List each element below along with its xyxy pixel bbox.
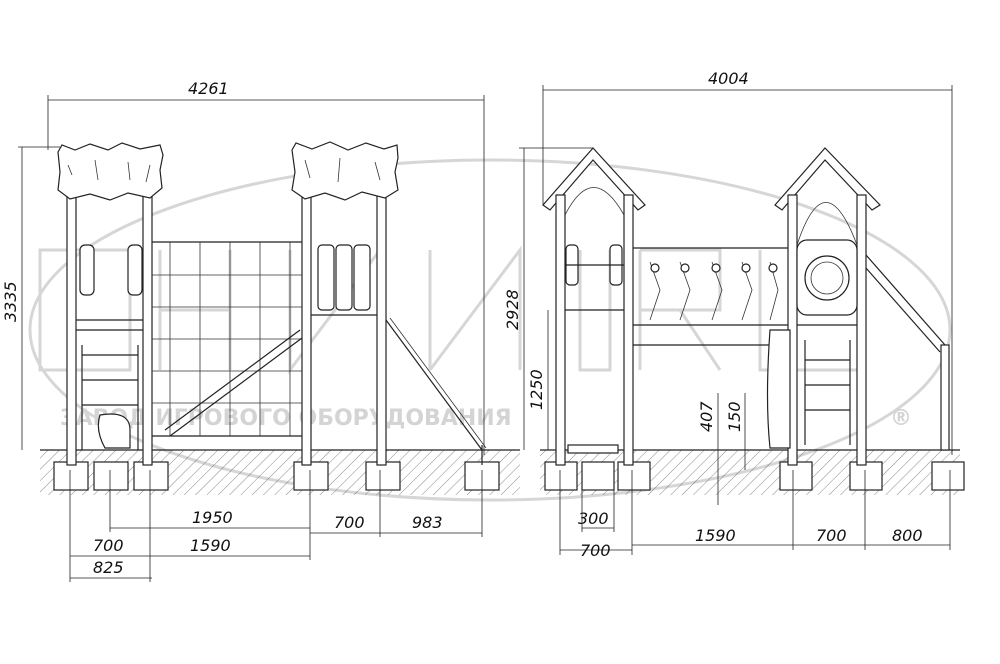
net-diagonal <box>164 329 301 431</box>
dim-overall-height: 2928 <box>503 289 522 330</box>
post <box>856 194 867 466</box>
foundations <box>53 461 500 491</box>
arch-left <box>564 187 625 216</box>
dim-700-right: 700 <box>334 513 365 532</box>
roof-left <box>57 142 164 201</box>
watermark: ЗАВОД ИГРОВОГО ОБОРУДОВАНИЯ ® <box>28 158 952 502</box>
post <box>66 194 77 466</box>
rope-ladder <box>389 317 487 449</box>
post <box>376 194 387 466</box>
rope-ladder <box>385 319 483 451</box>
dim-800: 800 <box>892 526 923 545</box>
dim-700-right: 700 <box>816 526 847 545</box>
climbing-net <box>152 241 303 437</box>
dim-983: 983 <box>412 513 443 532</box>
roof-right <box>291 141 399 201</box>
dim-overall-height: 3335 <box>1 281 20 322</box>
watermark-registered: ® <box>890 406 912 431</box>
roof-detail <box>374 161 381 181</box>
post <box>142 194 153 466</box>
roof-gable-right <box>774 147 881 211</box>
watermark-letter <box>158 250 232 370</box>
roof-detail <box>337 157 341 183</box>
dim-platform-height: 1250 <box>527 369 546 410</box>
roof-detail <box>67 164 73 176</box>
side-view: 4004 2928 1250 407 150 300 700 1590 700 … <box>503 69 965 560</box>
net-diagonal <box>169 337 303 437</box>
watermark-letter <box>38 248 132 372</box>
dim-407: 407 <box>697 401 716 432</box>
watermark-ellipse <box>28 158 952 502</box>
board-panel <box>311 244 377 316</box>
watermark-tagline: ЗАВОД ИГРОВОГО ОБОРУДОВАНИЯ <box>60 406 512 431</box>
wall-panel <box>766 329 791 449</box>
roof-detail <box>145 164 151 183</box>
step <box>567 444 619 454</box>
post <box>301 194 312 466</box>
dim-300: 300 <box>578 509 609 528</box>
dim-150: 150 <box>725 401 744 432</box>
foundation-block <box>93 461 129 491</box>
dim-1590: 1590 <box>695 526 736 545</box>
post <box>555 194 566 466</box>
dim-825: 825 <box>93 558 124 577</box>
foundation-block <box>53 461 89 491</box>
arch-right <box>796 202 858 246</box>
foundation-block <box>293 461 329 491</box>
slide <box>865 267 941 353</box>
dim-700-left: 700 <box>580 541 611 560</box>
roof-detail <box>127 161 131 181</box>
dim-1950: 1950 <box>192 508 233 527</box>
watermark-letter <box>638 248 722 371</box>
post <box>623 194 634 466</box>
front-view: 4261 3335 1950 700 983 700 1590 825 <box>1 79 520 582</box>
foundations <box>544 461 965 491</box>
porthole-window <box>804 255 850 301</box>
watermark-letter <box>428 245 522 371</box>
roof-detail <box>94 159 99 181</box>
side-panel <box>127 244 143 296</box>
slide <box>865 254 946 346</box>
dim-700-left: 700 <box>93 536 124 555</box>
slide-end <box>97 413 131 449</box>
side-panel <box>79 244 95 296</box>
dim-overall-width: 4004 <box>708 69 749 88</box>
foundation-block <box>365 461 401 491</box>
roof-detail <box>304 159 311 179</box>
foundation-block <box>133 461 169 491</box>
dim-overall-width: 4261 <box>188 79 229 98</box>
dim-1590: 1590 <box>190 536 231 555</box>
rope-bridge <box>633 247 790 346</box>
